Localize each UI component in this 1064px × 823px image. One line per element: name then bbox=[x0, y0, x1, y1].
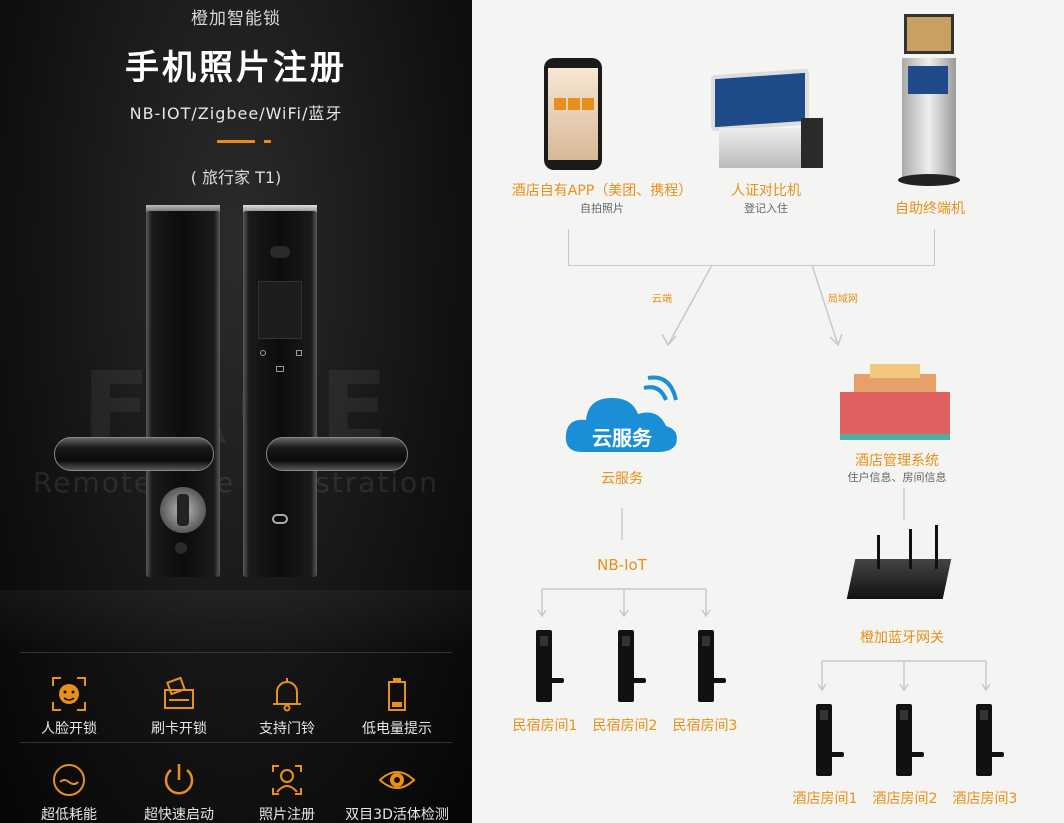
homestay-room-label: 民宿房间1 bbox=[512, 718, 578, 734]
feature-card-unlock: 刷卡开锁 bbox=[120, 674, 238, 738]
homestay-room-label: 民宿房间3 bbox=[672, 718, 738, 734]
source-idcompare-sub: 登记入住 bbox=[744, 202, 788, 215]
hotel-room-label: 酒店房间1 bbox=[792, 791, 858, 807]
kiosk-icon bbox=[898, 14, 960, 186]
feature-low-power: 超低耗能 bbox=[10, 760, 128, 823]
photo-register-icon bbox=[272, 765, 302, 795]
feature-3d-liveness: 双目3D活体检测 bbox=[338, 760, 456, 823]
path-cloud-label: 云端 bbox=[652, 294, 672, 305]
gateway-icon bbox=[846, 525, 957, 605]
watermark-remote-registration: Remote Face Registration bbox=[33, 466, 439, 499]
path-lan-label: 局域网 bbox=[828, 294, 858, 305]
room-lock-icon bbox=[618, 630, 646, 702]
phone-icon bbox=[544, 58, 602, 170]
eye-3d-icon bbox=[378, 771, 416, 789]
power-icon bbox=[164, 764, 194, 795]
hotel-building-icon bbox=[840, 360, 950, 442]
room-lock-icon bbox=[896, 704, 924, 776]
low-power-icon bbox=[53, 764, 85, 796]
feature-fast-boot: 超快速启动 bbox=[120, 760, 238, 823]
protocols-text: NB-IOT/Zigbee/WiFi/蓝牙 bbox=[129, 104, 343, 123]
architecture-diagram: 酒店自有APP（美团、携程） 自拍照片 人证对比机 登记入住 自助终端机 云端 … bbox=[472, 0, 1064, 823]
room-lock-icon bbox=[816, 704, 844, 776]
nbiot-label: NB-IoT bbox=[597, 556, 647, 574]
flow-arrows bbox=[621, 264, 905, 540]
room-lock-icon bbox=[536, 630, 564, 702]
source-app-sub: 自拍照片 bbox=[580, 202, 624, 215]
feature-face-unlock: 人脸开锁 bbox=[10, 674, 128, 738]
accent-divider bbox=[217, 140, 255, 143]
feature-doorbell: 支持门铃 bbox=[228, 674, 346, 738]
low-battery-icon bbox=[388, 678, 406, 711]
homestay-room-label: 民宿房间2 bbox=[592, 718, 658, 734]
gateway-label: 橙加蓝牙网关 bbox=[860, 630, 944, 646]
card-swipe-icon bbox=[164, 676, 194, 709]
room-lock-icon bbox=[976, 704, 1004, 776]
source-app-label: 酒店自有APP（美团、携程） bbox=[511, 183, 693, 199]
bell-icon bbox=[273, 678, 301, 712]
hotel-room-label: 酒店房间2 bbox=[872, 791, 938, 807]
source-idcompare-label: 人证对比机 bbox=[731, 183, 801, 199]
feature-photo-register: 照片注册 bbox=[228, 760, 346, 823]
face-icon bbox=[52, 677, 86, 711]
model-name: ( 旅行家 T1) bbox=[190, 168, 282, 187]
product-panel: 橙加智能锁 手机照片注册 NB-IOT/Zigbee/WiFi/蓝牙 ( 旅行家… bbox=[0, 0, 472, 823]
brand-name: 橙加智能锁 bbox=[191, 9, 281, 29]
accent-divider-dot bbox=[264, 140, 271, 143]
hotel-system-label: 酒店管理系统 bbox=[855, 453, 939, 469]
id-compare-machine-icon bbox=[705, 68, 825, 168]
hotel-system-sub: 住户信息、房间信息 bbox=[847, 471, 947, 484]
cloud-badge: 云服务 bbox=[592, 426, 652, 450]
feature-low-battery: 低电量提示 bbox=[338, 674, 456, 738]
cloud-label: 云服务 bbox=[601, 471, 643, 487]
hotel-room-label: 酒店房间3 bbox=[952, 791, 1018, 807]
room-lock-icon bbox=[698, 630, 726, 702]
source-kiosk-label: 自助终端机 bbox=[895, 201, 965, 217]
branch-lines bbox=[537, 588, 991, 692]
page-title: 手机照片注册 bbox=[125, 48, 347, 88]
cloud-icon: 云服务 bbox=[562, 372, 682, 458]
